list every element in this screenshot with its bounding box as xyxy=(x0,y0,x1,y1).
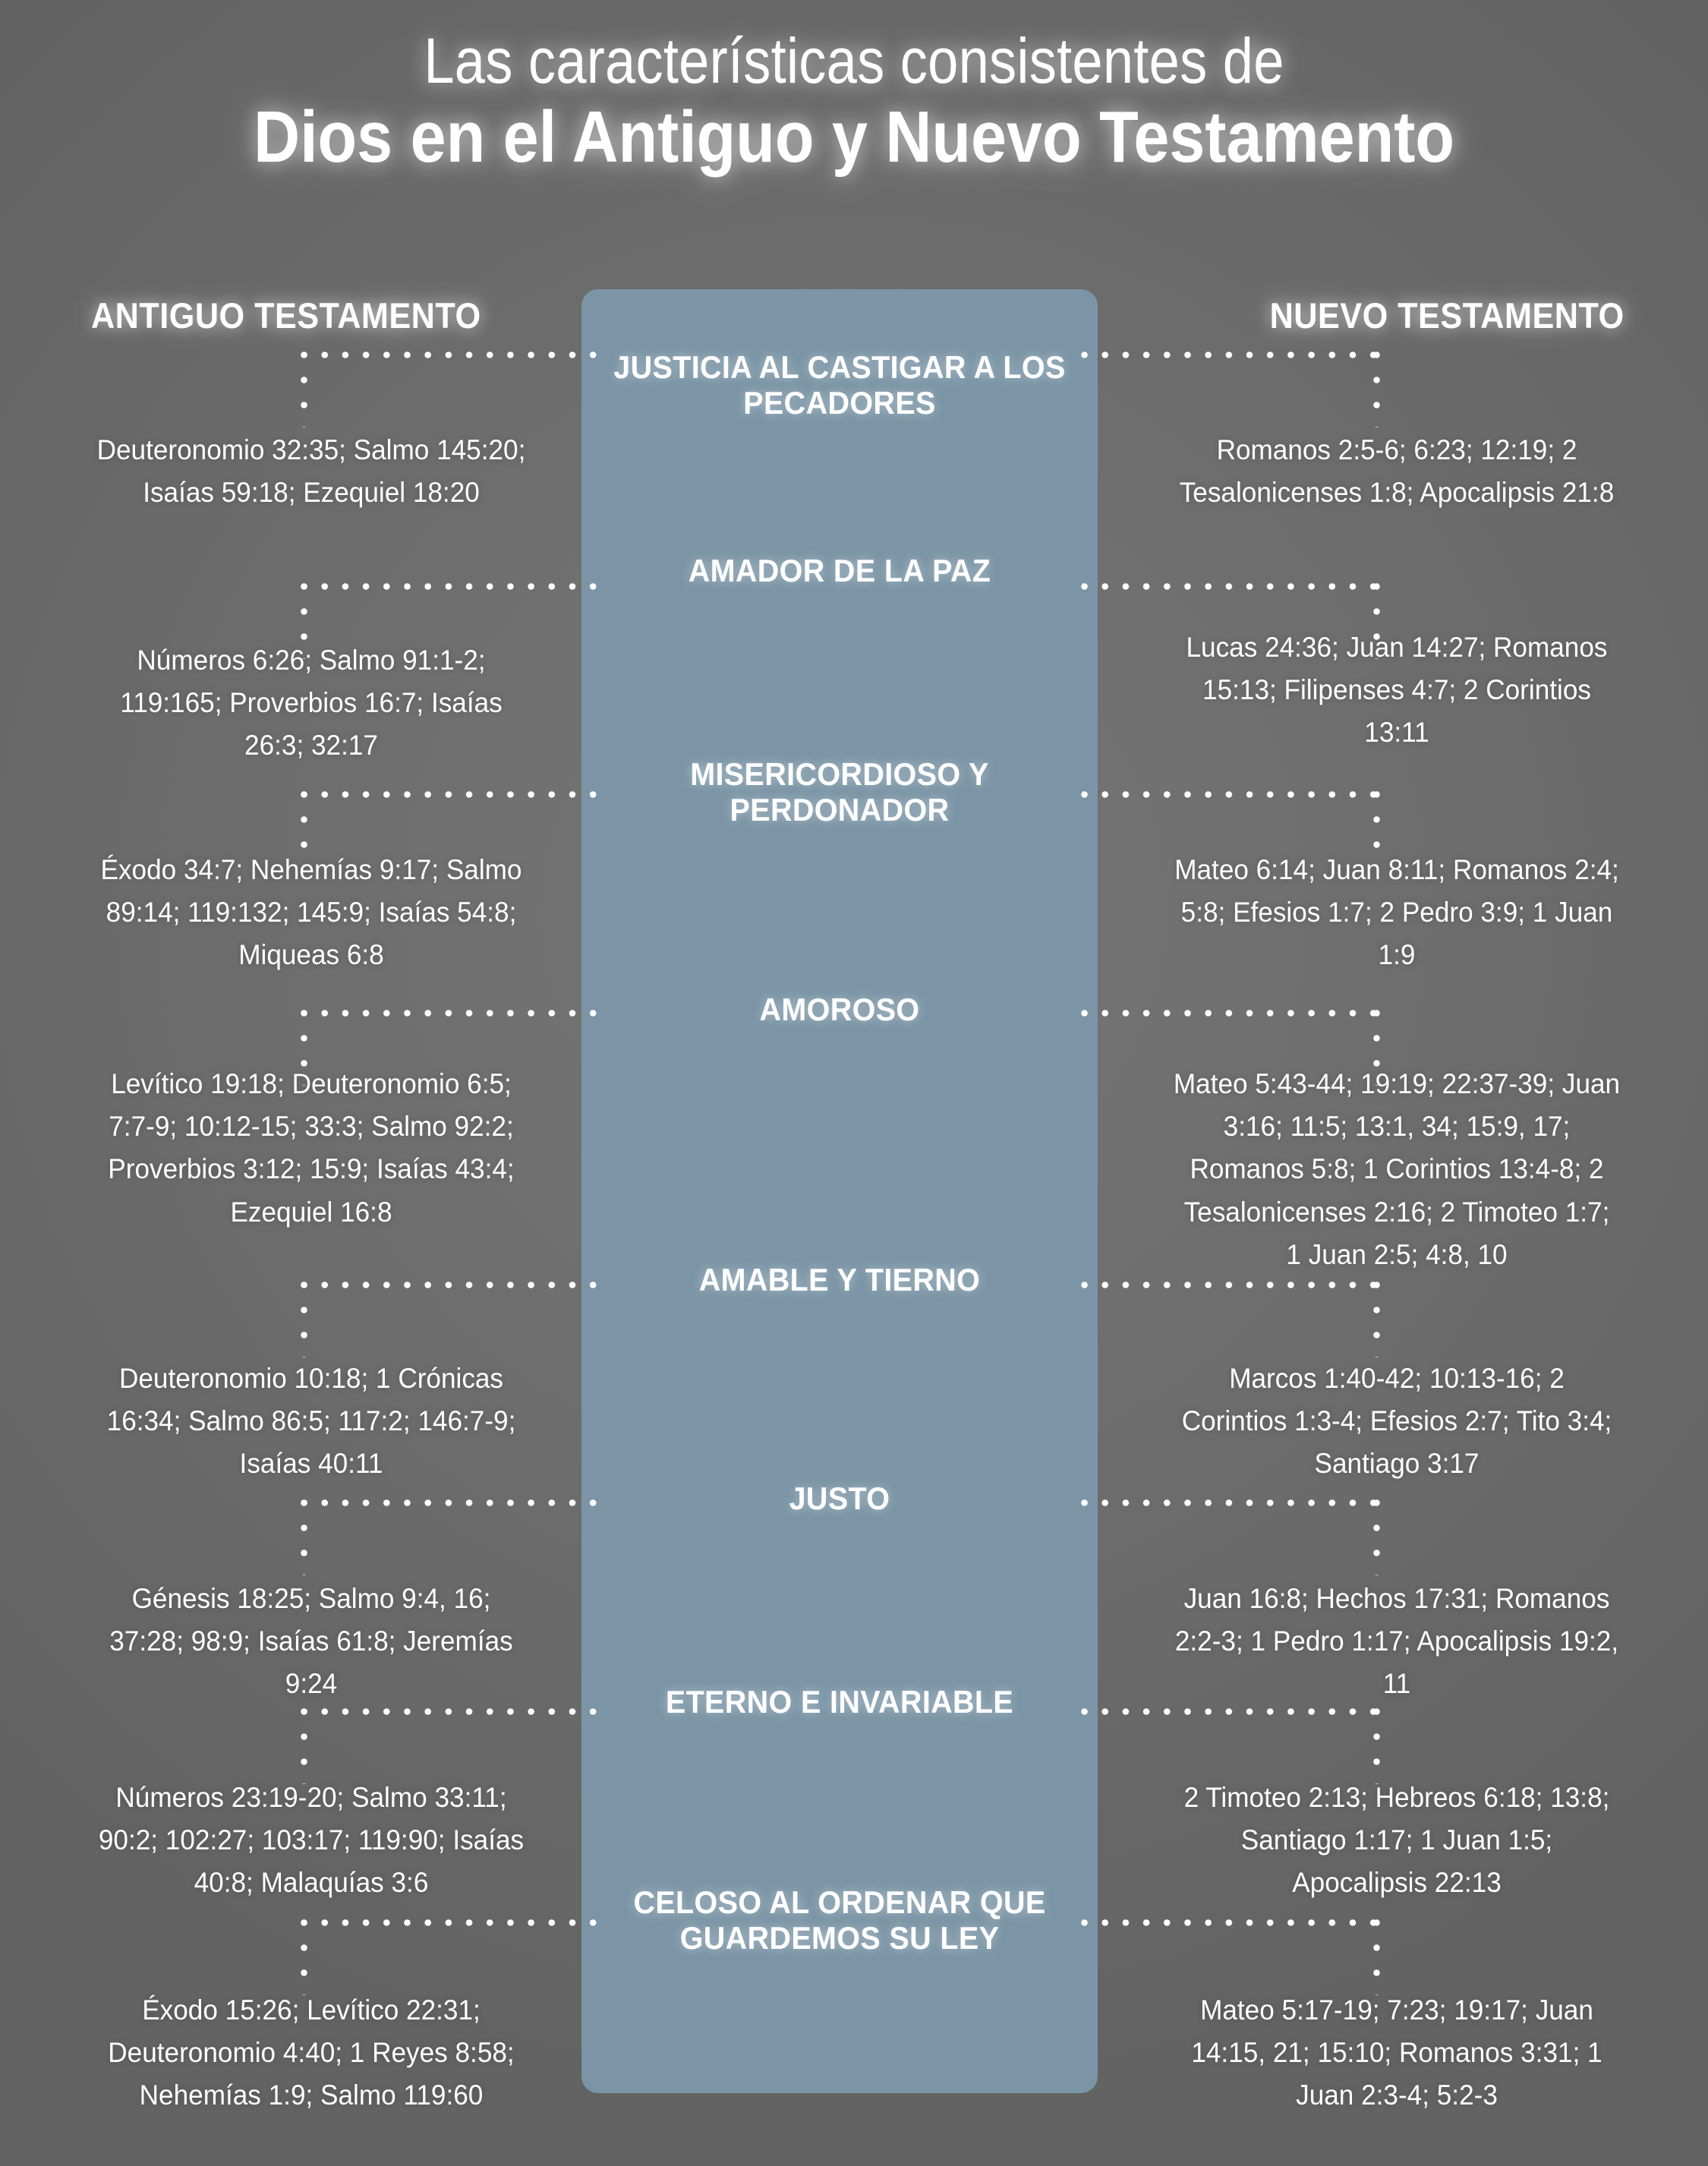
dot-leader-left-vertical xyxy=(301,1919,307,1995)
attribute-title: AMABLE Y TIERNO xyxy=(698,1262,981,1297)
column-header-new-testament: NUEVO TESTAMENTO xyxy=(1269,295,1624,336)
dot-leader-left-horizontal xyxy=(301,1010,600,1017)
column-header-old-testament: ANTIGUO TESTAMENTO xyxy=(91,295,481,336)
dot-leader-right-vertical xyxy=(1373,1708,1380,1784)
old-testament-references: Números 6:26; Salmo 91:1-2; 119:165; Pro… xyxy=(120,645,503,761)
old-testament-references: Génesis 18:25; Salmo 9:4, 16; 37:28; 98:… xyxy=(109,1583,513,1700)
old-testament-references: Levítico 19:18; Deuteronomio 6:5; 7:7-9;… xyxy=(108,1068,515,1228)
attribute-title: CELOSO AL ORDENAR QUE GUARDEMOS SU LEY xyxy=(633,1884,1046,1956)
dot-leader-right-horizontal xyxy=(1081,1919,1380,1926)
title-line-2: Dios en el Antiguo y Nuevo Testamento xyxy=(254,96,1454,178)
attribute-title: AMOROSO xyxy=(759,992,920,1027)
dot-leader-left-horizontal xyxy=(301,583,600,590)
attribute-title: MISERICORDIOSO Y PERDONADOR xyxy=(690,756,989,828)
dot-leader-right-vertical xyxy=(1373,1499,1380,1575)
dot-leader-left-horizontal xyxy=(301,1282,600,1288)
dot-leader-left-vertical xyxy=(301,1010,307,1086)
title-line-1: Las características consistentes de xyxy=(424,25,1284,96)
dot-leader-right-horizontal xyxy=(1081,583,1380,590)
dot-leader-left-vertical xyxy=(301,1499,307,1575)
attribute-title: JUSTO xyxy=(789,1480,890,1516)
dot-leader-left-vertical xyxy=(301,1708,307,1784)
dot-leader-left-vertical xyxy=(301,583,307,659)
dot-leader-right-vertical xyxy=(1373,1010,1380,1086)
dot-leader-left-horizontal xyxy=(301,1919,600,1926)
new-testament-references: Mateo 5:43-44; 19:19; 22:37-39; Juan 3:1… xyxy=(1173,1068,1621,1270)
new-testament-references: Mateo 6:14; Juan 8:11; Romanos 2:4; 5:8;… xyxy=(1174,854,1619,971)
old-testament-references: Deuteronomio 32:35; Salmo 145:20; Isaías… xyxy=(96,434,526,509)
new-testament-references: Lucas 24:36; Juan 14:27; Romanos 15:13; … xyxy=(1186,632,1608,749)
dot-leader-left-vertical xyxy=(301,352,307,427)
old-testament-references: Números 23:19-20; Salmo 33:11; 90:2; 102… xyxy=(98,1782,525,1899)
new-testament-references: Romanos 2:5-6; 6:23; 12:19; 2 Tesalonice… xyxy=(1179,434,1615,509)
dot-leader-left-vertical xyxy=(301,791,307,867)
new-testament-references: Juan 16:8; Hechos 17:31; Romanos 2:2-3; … xyxy=(1174,1583,1619,1700)
dot-leader-right-horizontal xyxy=(1081,791,1380,798)
dot-leader-right-vertical xyxy=(1373,1282,1380,1357)
dot-leader-left-horizontal xyxy=(301,1499,600,1506)
dot-leader-right-vertical xyxy=(1373,583,1380,659)
dot-leader-right-horizontal xyxy=(1081,1499,1380,1506)
new-testament-references: Mateo 5:17-19; 7:23; 19:17; Juan 14:15, … xyxy=(1191,1994,1602,2111)
new-testament-references: 2 Timoteo 2:13; Hebreos 6:18; 13:8; Sant… xyxy=(1183,1782,1610,1899)
dot-leader-right-horizontal xyxy=(1081,1282,1380,1288)
dot-leader-left-horizontal xyxy=(301,1708,600,1715)
dot-leader-left-horizontal xyxy=(301,352,600,358)
dot-leader-right-vertical xyxy=(1373,791,1380,867)
dot-leader-right-horizontal xyxy=(1081,1708,1380,1715)
dot-leader-right-vertical xyxy=(1373,1919,1380,1995)
dot-leader-right-horizontal xyxy=(1081,352,1380,358)
dot-leader-right-horizontal xyxy=(1081,1010,1380,1017)
attribute-title: JUSTICIA AL CASTIGAR A LOS PECADORES xyxy=(613,349,1066,421)
old-testament-references: Éxodo 34:7; Nehemías 9:17; Salmo 89:14; … xyxy=(100,854,522,971)
old-testament-references: Éxodo 15:26; Levítico 22:31; Deuteronomi… xyxy=(108,1994,515,2111)
dot-leader-left-horizontal xyxy=(301,791,600,798)
new-testament-references: Marcos 1:40-42; 10:13-16; 2 Corintios 1:… xyxy=(1181,1363,1612,1480)
attribute-title: ETERNO E INVARIABLE xyxy=(665,1684,1014,1720)
dot-leader-left-vertical xyxy=(301,1282,307,1357)
attribute-title: AMADOR DE LA PAZ xyxy=(688,553,991,588)
dot-leader-right-vertical xyxy=(1373,352,1380,427)
old-testament-references: Deuteronomio 10:18; 1 Crónicas 16:34; Sa… xyxy=(106,1363,516,1480)
page-title: Las características consistentes de Dios… xyxy=(0,25,1708,178)
